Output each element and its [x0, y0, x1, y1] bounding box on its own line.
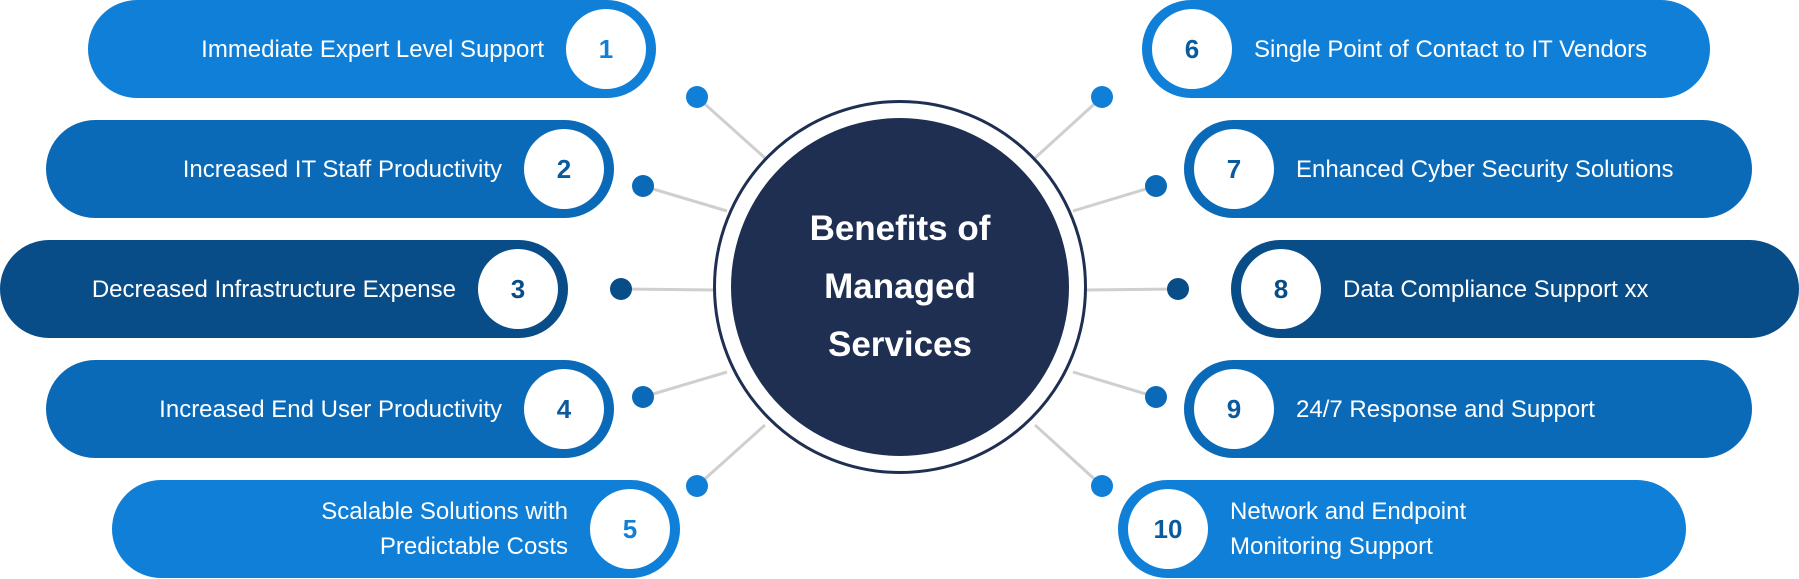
benefit-number: 1	[566, 9, 646, 89]
connector-line-7	[1072, 184, 1157, 213]
benefit-label: Scalable Solutions with Predictable Cost…	[321, 494, 568, 564]
connector-dot-5	[686, 475, 708, 497]
benefit-number: 6	[1152, 9, 1232, 89]
connector-dot-10	[1091, 475, 1113, 497]
benefit-label-line: Data Compliance Support xx	[1343, 275, 1649, 303]
benefit-label-line: Predictable Costs	[379, 533, 568, 560]
connector-line-9	[1072, 370, 1157, 399]
hub-circle: Benefits of Managed Services	[731, 118, 1069, 456]
benefit-label-line: Increased IT Staff Productivity	[182, 155, 502, 183]
connector-dot-6	[1091, 86, 1113, 108]
connector-dot-9	[1145, 386, 1167, 408]
benefit-number: 9	[1194, 369, 1274, 449]
benefit-pill-3: Decreased Infrastructure Expense 3	[0, 240, 568, 338]
benefit-number: 7	[1194, 129, 1274, 209]
connector-line-3	[620, 287, 715, 292]
benefit-label: Network and Endpoint Monitoring Support	[1230, 494, 1466, 564]
benefit-label: Enhanced Cyber Security Solutions	[1296, 152, 1674, 187]
benefit-label-line: Scalable Solutions with	[321, 498, 568, 525]
connector-dot-2	[632, 175, 654, 197]
benefit-pill-5: Scalable Solutions with Predictable Cost…	[112, 480, 680, 578]
benefit-pill-4: Increased End User Productivity 4	[46, 360, 614, 458]
connector-dot-8	[1167, 278, 1189, 300]
benefit-label-line: 24/7 Response and Support	[1296, 395, 1595, 423]
benefit-label: Increased IT Staff Productivity	[183, 152, 502, 187]
connector-dot-3	[610, 278, 632, 300]
benefit-pill-7: 7 Enhanced Cyber Security Solutions	[1184, 120, 1752, 218]
benefit-label-line: Network and Endpoint	[1230, 498, 1467, 525]
benefit-number: 4	[524, 369, 604, 449]
benefit-label: Immediate Expert Level Support	[201, 32, 544, 67]
benefit-label-line: Enhanced Cyber Security Solutions	[1296, 155, 1674, 183]
benefit-label-line: Immediate Expert Level Support	[201, 35, 544, 63]
benefit-pill-9: 9 24/7 Response and Support	[1184, 360, 1752, 458]
connector-line-1	[695, 95, 767, 160]
connector-dot-7	[1145, 175, 1167, 197]
benefit-pill-10: 10 Network and Endpoint Monitoring Suppo…	[1118, 480, 1686, 578]
connector-line-6	[1033, 95, 1104, 160]
connector-line-5	[695, 423, 767, 488]
benefit-label: Increased End User Productivity	[159, 392, 502, 427]
benefit-label-line: Increased End User Productivity	[159, 395, 502, 423]
connector-line-8	[1085, 287, 1179, 292]
benefit-pill-2: Increased IT Staff Productivity 2	[46, 120, 614, 218]
hub-title-line: Services	[827, 325, 972, 364]
hub-title: Benefits of Managed Services	[810, 200, 991, 374]
benefit-pill-8: 8 Data Compliance Support xx	[1231, 240, 1799, 338]
connector-line-2	[642, 184, 728, 213]
benefit-label: 24/7 Response and Support	[1296, 392, 1595, 427]
benefit-label: Single Point of Contact to IT Vendors	[1254, 32, 1647, 67]
connector-line-4	[642, 370, 728, 399]
benefit-label-line: Monitoring Support	[1230, 533, 1433, 560]
hub-title-line: Managed	[824, 267, 976, 306]
connector-dot-4	[632, 386, 654, 408]
benefit-label: Decreased Infrastructure Expense	[92, 272, 456, 307]
benefit-pill-1: Immediate Expert Level Support 1	[88, 0, 656, 98]
benefit-number: 3	[478, 249, 558, 329]
benefit-label-line: Decreased Infrastructure Expense	[91, 275, 456, 303]
connector-line-10	[1033, 423, 1104, 488]
hub-title-line: Benefits of	[809, 209, 991, 248]
connector-dot-1	[686, 86, 708, 108]
benefit-number: 2	[524, 129, 604, 209]
benefit-label: Data Compliance Support xx	[1343, 272, 1648, 307]
benefit-number: 10	[1128, 489, 1208, 569]
benefit-pill-6: 6 Single Point of Contact to IT Vendors	[1142, 0, 1710, 98]
benefit-number: 5	[590, 489, 670, 569]
benefit-label-line: Single Point of Contact to IT Vendors	[1254, 35, 1648, 63]
benefit-number: 8	[1241, 249, 1321, 329]
